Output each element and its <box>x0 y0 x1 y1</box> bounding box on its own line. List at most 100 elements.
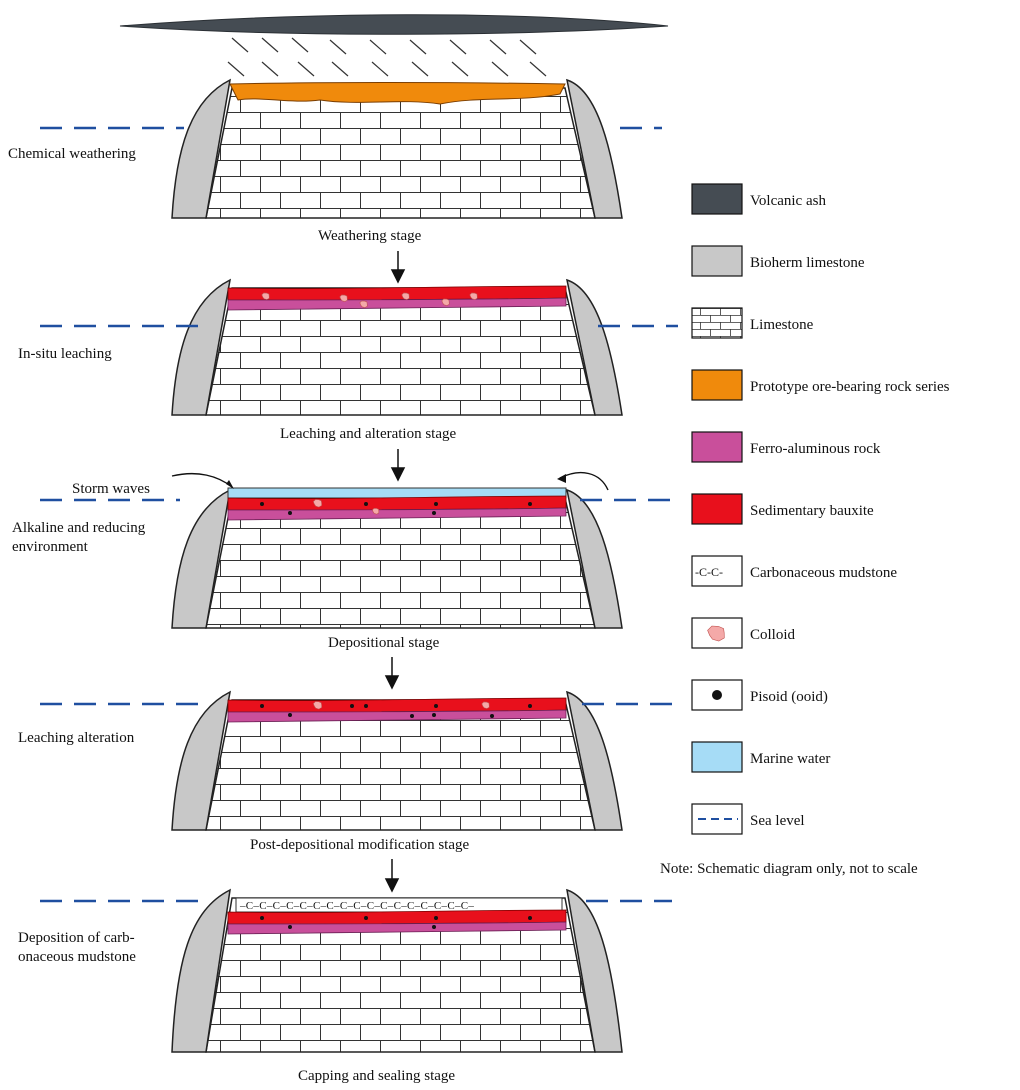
legend-label-limestone: Limestone <box>750 317 814 333</box>
side-label-carbonaceous-1: Deposition of carb- <box>18 930 135 946</box>
caption-depositional-stage: Depositional stage <box>328 635 440 651</box>
legend-swatch-carbonaceous-mudstone: -C-C- <box>691 555 743 587</box>
legend-label-carbonaceous-mudstone: Carbonaceous mudstone <box>750 565 897 581</box>
colloid-particle <box>481 701 490 709</box>
ferro-aluminous-layer <box>227 921 567 935</box>
note-text: Note: Schematic diagram only, not to sca… <box>660 861 918 877</box>
pisoid-dot <box>528 502 532 506</box>
legend-label-volcanic-ash: Volcanic ash <box>750 193 826 209</box>
colloid-particle <box>359 300 368 308</box>
bioherm-left <box>171 488 231 629</box>
svg-text:-C-C-: -C-C- <box>695 565 723 579</box>
bioherm-left <box>171 690 231 831</box>
pisoid-dot <box>432 925 436 929</box>
prototype-ore-layer <box>229 82 566 105</box>
side-label-carbonaceous-2: onaceous mudstone <box>18 949 136 965</box>
legend-label-bioherm-limestone: Bioherm limestone <box>750 255 865 271</box>
curved-arrow-right-icon <box>559 471 609 491</box>
colloid-particle <box>469 292 478 300</box>
mudstone-symbols: –C–C–C–C–C–C–C–C–C–C–C–C–C–C–C–C–C– <box>239 900 474 912</box>
legend-swatch-volcanic-ash <box>691 183 743 215</box>
arrowhead-right-icon <box>557 474 566 483</box>
pisoid-dot <box>288 511 292 515</box>
legend-swatch-limestone <box>691 307 743 339</box>
legend-item-sedimentary-bauxite: Sedimentary bauxite <box>691 493 874 525</box>
legend-label-marine-water: Marine water <box>750 751 830 767</box>
ferro-aluminous-layer <box>227 297 567 311</box>
legend-label-sea-level: Sea level <box>750 813 805 829</box>
curved-arrow-left-icon <box>171 473 233 488</box>
depositional-stage-block <box>40 487 672 629</box>
legend-item-volcanic-ash: Volcanic ash <box>691 183 826 215</box>
pisoid-dot <box>260 916 264 920</box>
legend-item-prototype-ore: Prototype ore-bearing rock series <box>691 369 950 401</box>
colloid-particle <box>441 298 450 306</box>
caption-post-depositional-stage: Post-depositional modification stage <box>250 837 469 853</box>
legend-item-colloid: Colloid <box>691 617 796 649</box>
side-label-chemical-weathering: Chemical weathering <box>8 146 136 162</box>
legend-swatch-colloid <box>691 617 743 649</box>
sedimentary-bauxite-layer <box>227 285 567 301</box>
colloid-particle <box>312 701 323 710</box>
down-arrow-icon <box>384 657 400 690</box>
bioherm-left <box>171 888 231 1053</box>
bioherm-right <box>566 690 623 831</box>
weathering-stage-block <box>40 78 662 219</box>
legend-swatch-sedimentary-bauxite <box>691 493 743 525</box>
legend-label-sedimentary-bauxite: Sedimentary bauxite <box>750 503 874 519</box>
legend-item-marine-water: Marine water <box>691 741 830 773</box>
pisoid-dot <box>432 713 436 717</box>
volcanic-ash-cloud <box>119 14 669 35</box>
bioherm-right <box>566 78 623 219</box>
sedimentary-bauxite-layer <box>227 697 567 713</box>
legend-item-pisoid: Pisoid (ooid) <box>691 679 828 711</box>
leaching-stage-block <box>40 278 678 416</box>
colloid-particle <box>339 294 348 302</box>
down-arrow-icon <box>384 859 400 893</box>
side-label-in-situ-leaching: In-situ leaching <box>18 346 112 362</box>
bioherm-right <box>566 888 623 1053</box>
pisoid-dot <box>410 714 414 718</box>
caption-leaching-stage: Leaching and alteration stage <box>280 426 457 442</box>
caption-capping-stage: Capping and sealing stage <box>298 1068 455 1084</box>
post-depositional-stage-block <box>40 690 672 831</box>
bioherm-right <box>566 278 623 416</box>
caption-weathering-stage: Weathering stage <box>318 228 422 244</box>
legend-item-sea-level: Sea level <box>691 803 805 835</box>
ferro-aluminous-layer <box>227 507 567 521</box>
pisoid-dot <box>434 704 438 708</box>
pisoid-dot <box>350 704 354 708</box>
ferro-aluminous-layer <box>227 709 567 723</box>
legend-swatch-sea-level <box>691 803 743 835</box>
legend-swatch-prototype-ore <box>691 369 743 401</box>
pisoid-dot <box>364 502 368 506</box>
pisoid-dot <box>260 704 264 708</box>
legend-swatch-pisoid <box>691 679 743 711</box>
colloid-particle <box>401 292 410 300</box>
pisoid-dot <box>288 925 292 929</box>
sedimentary-bauxite-layer <box>227 495 567 511</box>
pisoid-dot <box>288 713 292 717</box>
legend-item-carbonaceous-mudstone: -C-C- Carbonaceous mudstone <box>691 555 897 587</box>
down-arrow-icon <box>390 251 406 284</box>
legend-label-prototype-ore: Prototype ore-bearing rock series <box>750 379 950 395</box>
pisoid-dot <box>432 511 436 515</box>
side-label-alkaline-reducing-2: environment <box>12 539 89 555</box>
bioherm-left <box>171 278 231 416</box>
rain-streaks <box>227 37 547 77</box>
legend-swatch-bioherm-limestone <box>691 245 743 277</box>
bioherm-left <box>171 78 231 219</box>
pisoid-dot <box>260 502 264 506</box>
arrowhead-left-icon <box>226 480 234 489</box>
sedimentary-bauxite-layer <box>227 909 567 925</box>
pisoid-dot <box>364 916 368 920</box>
bioherm-right <box>566 488 623 629</box>
side-label-leaching-alteration: Leaching alteration <box>18 730 135 746</box>
pisoid-dot <box>364 704 368 708</box>
colloid-particle <box>261 292 270 300</box>
legend-item-bioherm-limestone: Bioherm limestone <box>691 245 865 277</box>
colloid-particle <box>372 507 380 515</box>
pisoid-dot <box>434 916 438 920</box>
